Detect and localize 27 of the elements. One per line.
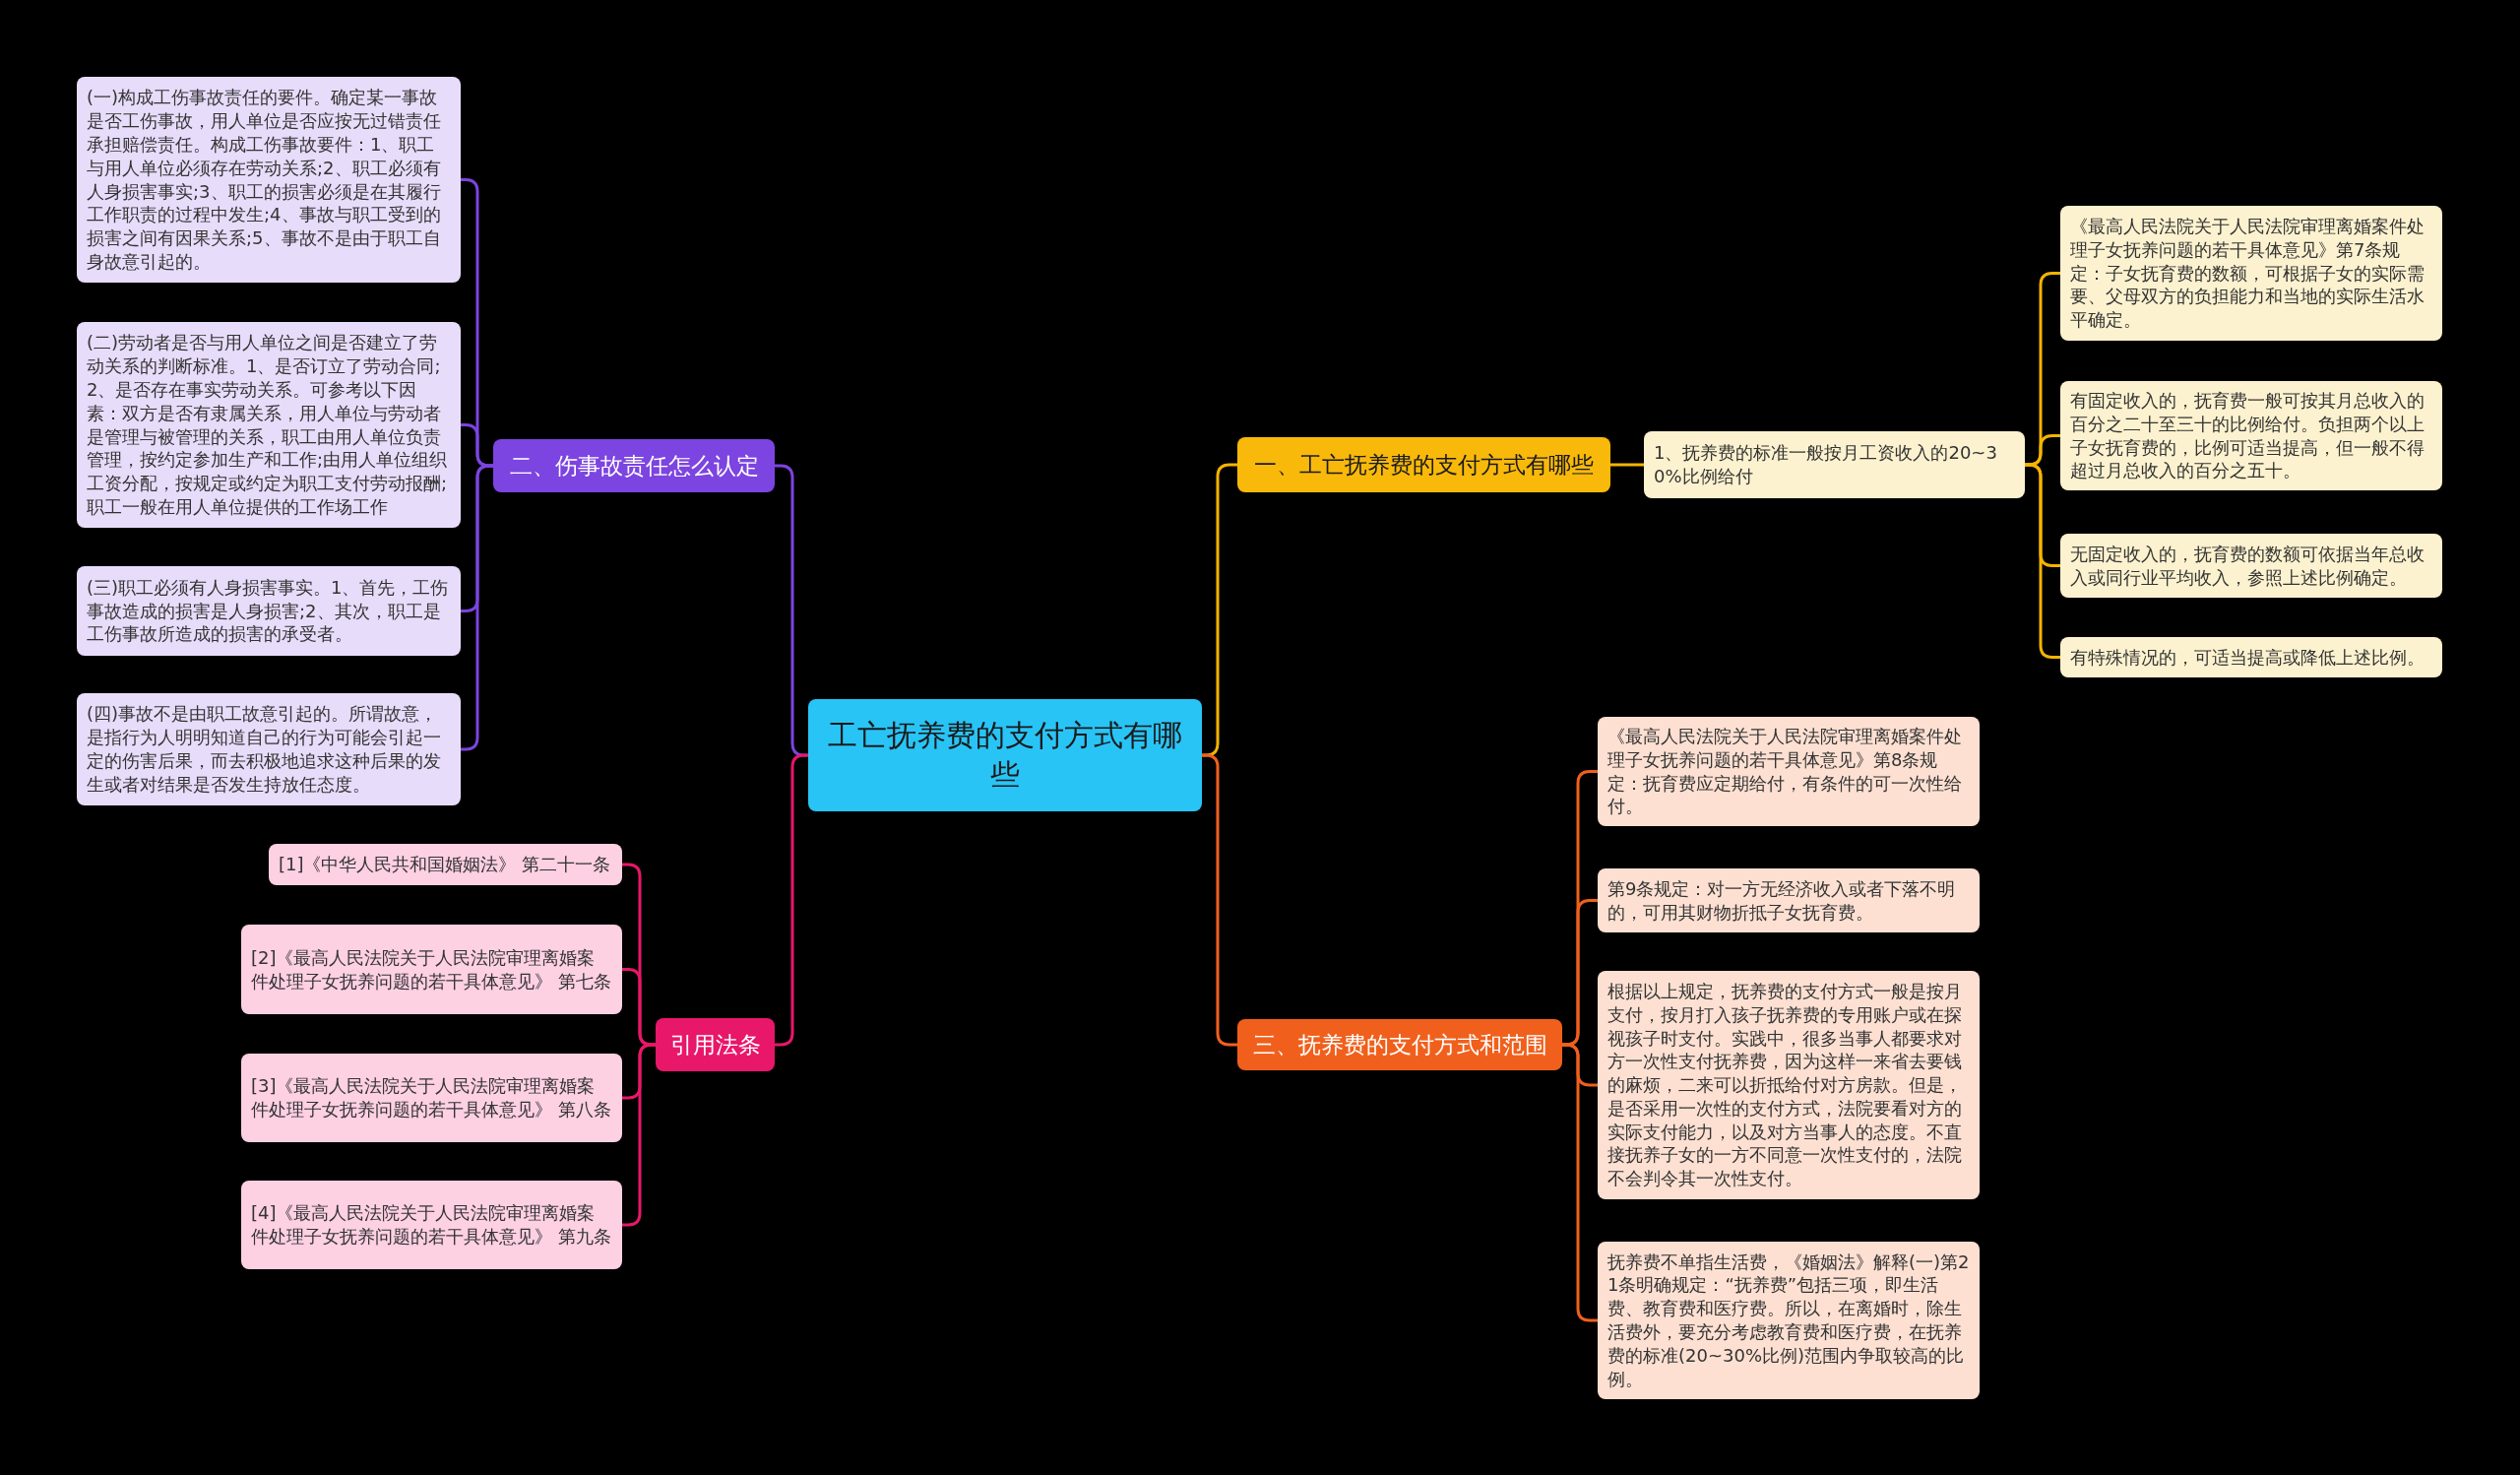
branch-box: 二、伤事故责任怎么认定 — [493, 439, 775, 492]
note-box: 有特殊情况的，可适当提高或降低上述比例。 — [2060, 637, 2442, 677]
note-box: [4]《最高人民法院关于人民法院审理离婚案件处理子女抚养问题的若干具体意见》 第九条 — [241, 1181, 622, 1269]
note-box: (三)职工必须有人身损害事实。1、首先，工伤事故造成的损害是人身损害;2、其次，职工是工伤事故所造成的损害的承受者。 — [77, 566, 461, 656]
note-box: (二)劳动者是否与用人单位之间是否建立了劳动关系的判断标准。1、是否订立了劳动合同;2、是否存在事实劳动关系。可参考以下因素：双方是否有隶属关系，用人单位与劳动者是管理与被管理的关系，职工由用人单位负责管理，按约定参加生产和工作;由用人单位组织工资分配，按规定或约定为职工支付劳动报酬;职工一般在用人单位提供的工作场工作 — [77, 322, 461, 528]
note-box: [1]《中华人民共和国婚姻法》 第二十一条 — [269, 844, 622, 885]
branch-box: 三、抚养费的支付方式和范围 — [1237, 1019, 1562, 1070]
note-box: (四)事故不是由职工故意引起的。所谓故意，是指行为人明明知道自己的行为可能会引起一定的伤害后果，而去积极地追求这种后果的发生或者对结果是否发生持放任态度。 — [77, 693, 461, 805]
connector-line — [622, 1043, 656, 1227]
note-box: 无固定收入的，抚育费的数额可依据当年总收入或同行业平均收入，参照上述比例确定。 — [2060, 534, 2442, 598]
connector-line — [2025, 463, 2060, 659]
note-box: 第9条规定：对一方无经济收入或者下落不明的，可用其财物折抵子女抚育费。 — [1598, 868, 1980, 932]
connector-line — [1562, 1043, 1598, 1322]
branch-box: 引用法条 — [656, 1018, 775, 1071]
branch-box: 一、工亡抚养费的支付方式有哪些 — [1237, 437, 1610, 492]
connector-line — [1202, 753, 1237, 1047]
topic-box: 工亡抚养费的支付方式有哪些 — [808, 699, 1202, 811]
note-box: 《最高人民法院关于人民法院审理离婚案件处理子女抚养问题的若干具体意见》第8条规定：抚育费应定期给付，有条件的可一次性给付。 — [1598, 717, 1980, 826]
note-box: (一)构成工伤事故责任的要件。确定某一事故是否工伤事故，用人单位是否应按无过错责任承担赔偿责任。构成工伤事故要件：1、职工与用人单位必须存在劳动关系;2、职工必须有人身损害事实;3、职工的损害必须是在其履行工作职责的过程中发生;4、事故与职工受到的损害之间有因果关系;5、事故不是由于职工自身故意引起的。 — [77, 77, 461, 283]
note-box: 1、抚养费的标准一般按月工资收入的20~30%比例给付 — [1644, 431, 2025, 498]
note-box: 有固定收入的，抚育费一般可按其月总收入的百分之二十至三十的比例给付。负担两个以上子女抚育费的，比例可适当提高，但一般不得超过月总收入的百分之五十。 — [2060, 381, 2442, 490]
connector-line — [1610, 463, 1644, 467]
note-box: 根据以上规定，抚养费的支付方式一般是按月支付，按月打入孩子抚养费的专用账户或在探视孩子时支付。实践中，很多当事人都要求对方一次性支付抚养费，因为这样一来省去要钱的麻烦，二来可以折抵给付对方房款。但是，是否采用一次性的支付方式，法院要看对方的实际支付能力，以及对方当事人的态度。不直接抚养子女的一方不同意一次性支付的，法院不会判令其一次性支付。 — [1598, 971, 1980, 1199]
note-box: [3]《最高人民法院关于人民法院审理离婚案件处理子女抚养问题的若干具体意见》 第八条 — [241, 1054, 622, 1142]
note-box: [2]《最高人民法院关于人民法院审理离婚案件处理子女抚养问题的若干具体意见》 第七条 — [241, 925, 622, 1014]
note-box: 《最高人民法院关于人民法院审理离婚案件处理子女抚养问题的若干具体意见》第7条规定：子女抚育费的数额，可根据子女的实际需要、父母双方的负担能力和当地的实际生活水平确定。 — [2060, 206, 2442, 341]
note-box: 抚养费不单指生活费，《婚姻法》解释(一)第21条明确规定：“抚养费”包括三项，即生活费、教育费和医疗费。所以，在离婚时，除生活费外，要充分考虑教育费和医疗费，在抚养费的标准(20~30%比例)范围内争取较高的比例。 — [1598, 1242, 1980, 1399]
